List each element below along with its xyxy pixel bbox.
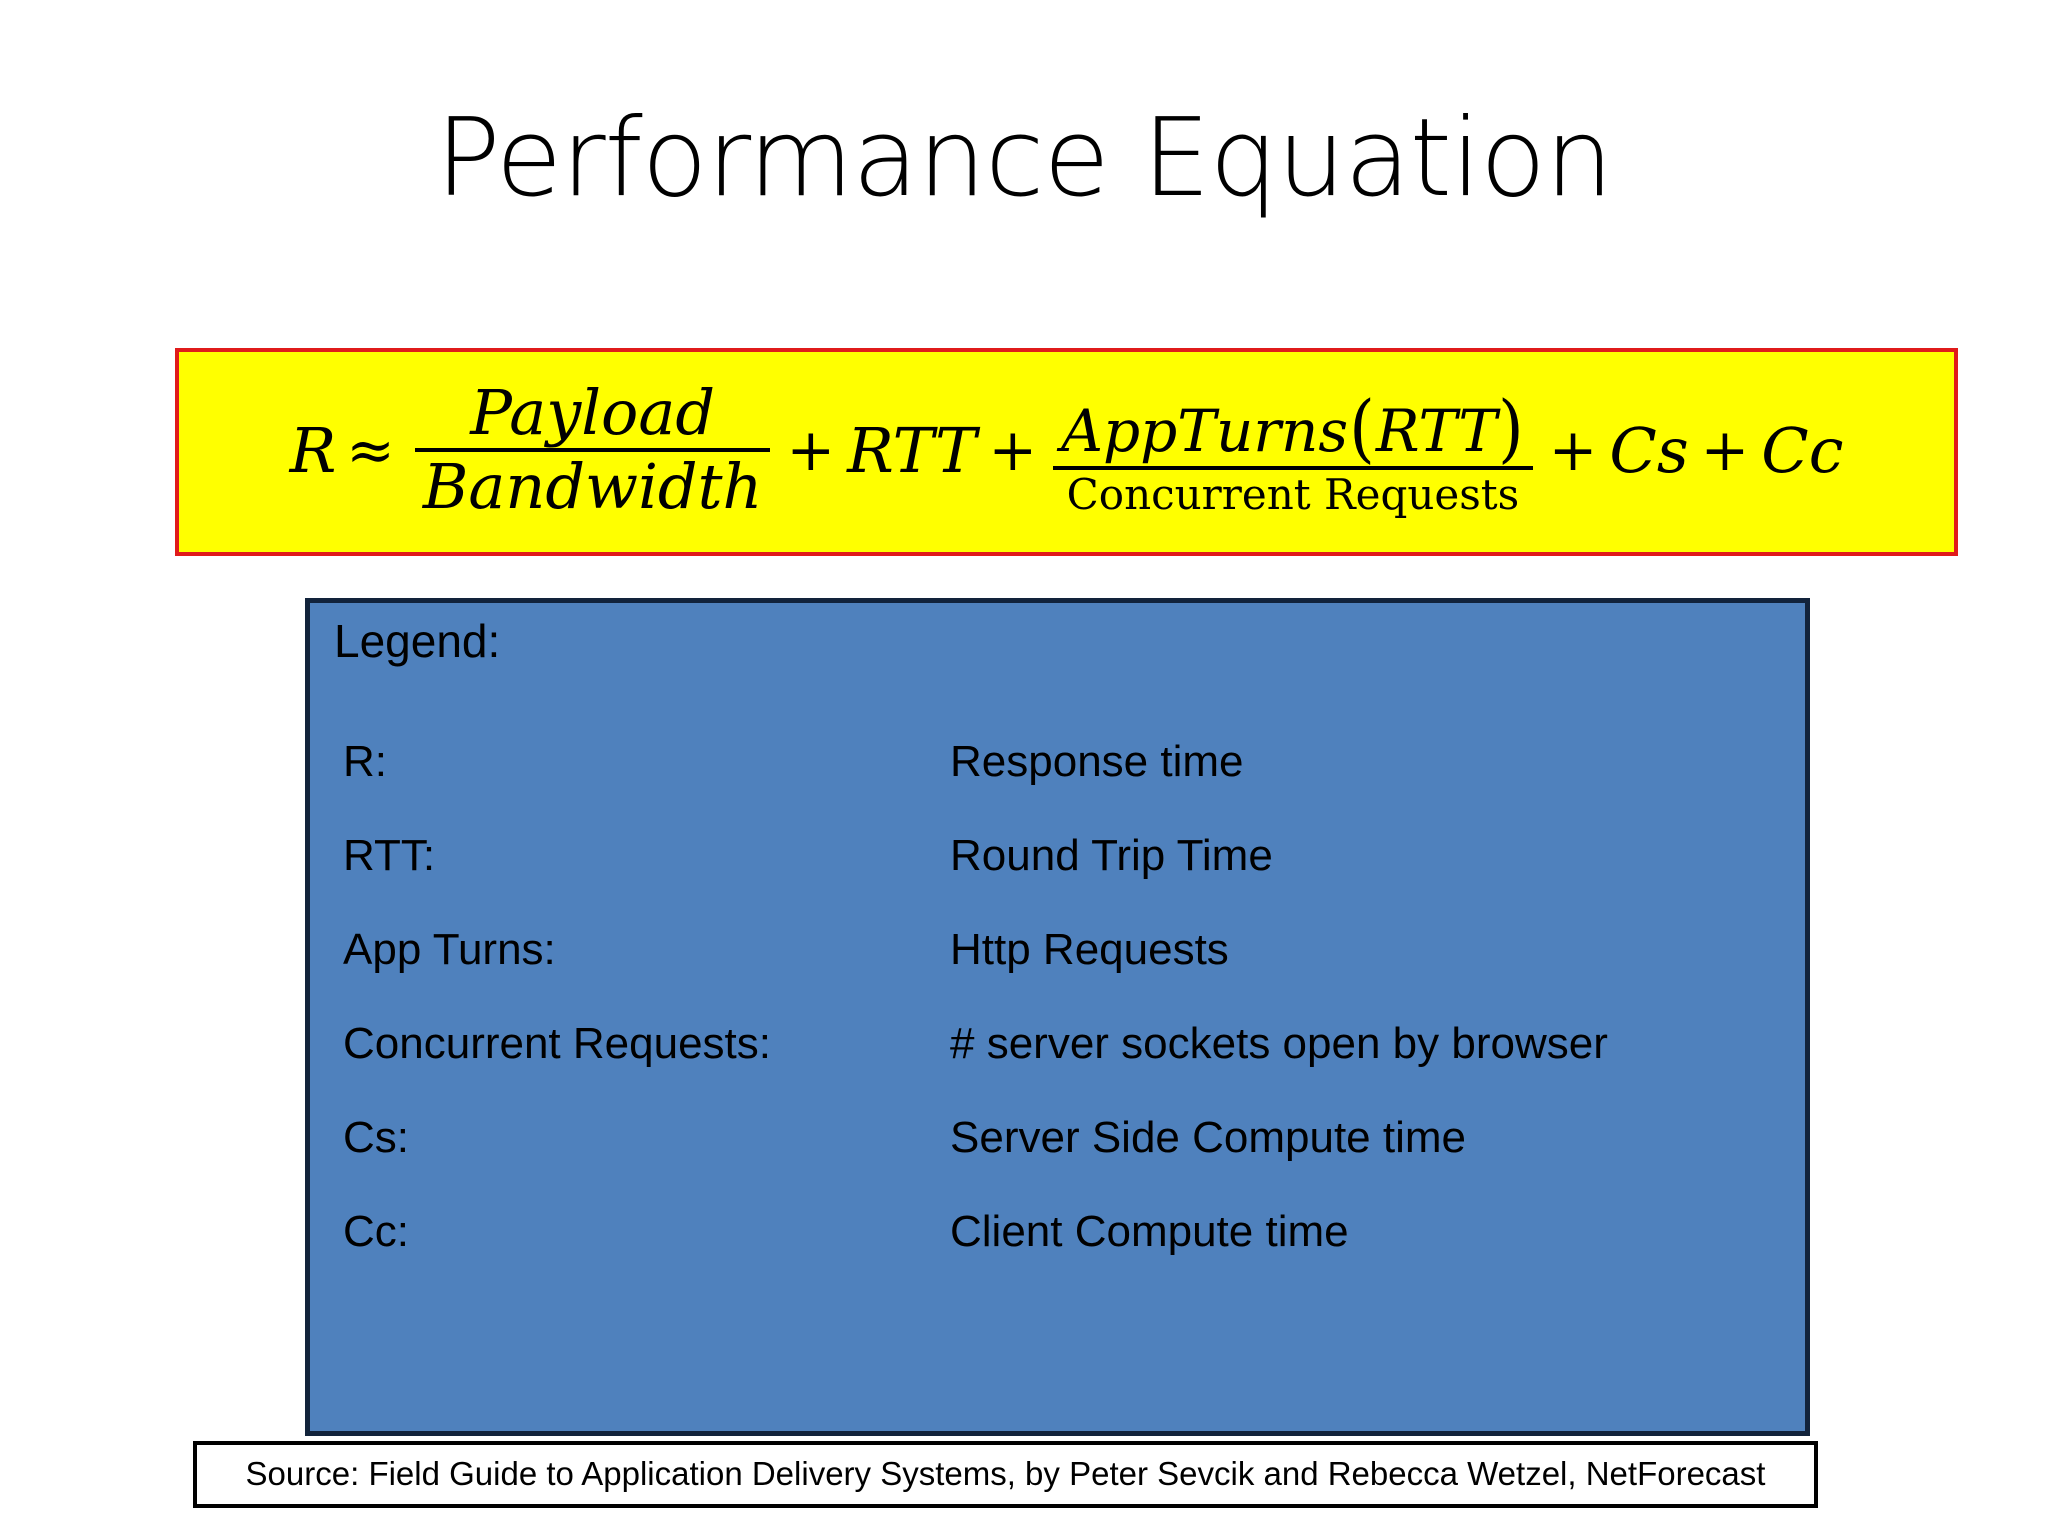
legend-term: Cs: — [343, 1112, 409, 1162]
fraction-denominator: Concurrent Requests — [1066, 470, 1520, 520]
legend-row: R: Response time — [310, 715, 1805, 809]
legend-row: RTT: Round Trip Time — [310, 809, 1805, 903]
legend-definition: Client Compute time — [950, 1206, 1349, 1256]
fraction-numerator: Payload — [470, 375, 716, 449]
approximately-equal-symbol: ≈ — [346, 416, 395, 484]
equation-lhs-variable: R — [289, 413, 337, 487]
legend-definition: # server sockets open by browser — [950, 1018, 1608, 1068]
close-paren: ) — [1498, 385, 1524, 472]
equation-banner: R ≈ Payload Bandwidth + RTT + AppTurns(R… — [175, 348, 1958, 556]
legend-heading: Legend: — [334, 615, 501, 667]
legend-definition: Http Requests — [950, 924, 1229, 974]
legend-row: Concurrent Requests: # server sockets op… — [310, 997, 1805, 1091]
legend-row: App Turns: Http Requests — [310, 903, 1805, 997]
legend-definition: Response time — [950, 736, 1244, 786]
fraction-bar — [414, 448, 771, 452]
legend-term: Concurrent Requests: — [343, 1018, 771, 1068]
appturns-function-label: AppTurns — [1061, 396, 1349, 465]
legend-panel: Legend: R: Response time RTT: Round Trip… — [305, 598, 1810, 1436]
plus-symbol-4: + — [1700, 416, 1750, 484]
equation-term-rtt: RTT — [847, 413, 977, 487]
fraction-bar — [1053, 466, 1533, 471]
legend-definition: Server Side Compute time — [950, 1112, 1466, 1162]
fraction-numerator: AppTurns(RTT) — [1053, 390, 1533, 466]
legend-rows: R: Response time RTT: Round Trip Time Ap… — [310, 715, 1805, 1279]
fraction-denominator: Bandwidth — [422, 450, 763, 523]
appturns-argument: RTT — [1375, 396, 1498, 465]
performance-equation: R ≈ Payload Bandwidth + RTT + AppTurns(R… — [288, 375, 1846, 523]
plus-symbol-1: + — [786, 416, 836, 484]
plus-symbol-2: + — [988, 416, 1038, 484]
legend-term: Cc: — [343, 1206, 409, 1256]
legend-row: Cc: Client Compute time — [310, 1185, 1805, 1279]
payload-over-bandwidth-fraction: Payload Bandwidth — [409, 375, 777, 523]
source-citation-box: Source: Field Guide to Application Deliv… — [193, 1441, 1818, 1508]
plus-symbol-3: + — [1548, 416, 1598, 484]
legend-term: R: — [343, 736, 387, 786]
open-paren: ( — [1349, 385, 1375, 472]
source-citation-text: Source: Field Guide to Application Deliv… — [245, 1455, 1766, 1493]
legend-definition: Round Trip Time — [950, 830, 1273, 880]
legend-term: RTT: — [343, 830, 436, 880]
legend-row: Cs: Server Side Compute time — [310, 1091, 1805, 1185]
page-title: Performance Equation — [435, 96, 1613, 221]
appturns-over-concurrent-requests-fraction: AppTurns(RTT) Concurrent Requests — [1047, 390, 1539, 520]
equation-term-cs: Cs — [1609, 413, 1689, 487]
legend-term: App Turns: — [343, 924, 556, 974]
equation-term-cc: Cc — [1761, 413, 1844, 487]
